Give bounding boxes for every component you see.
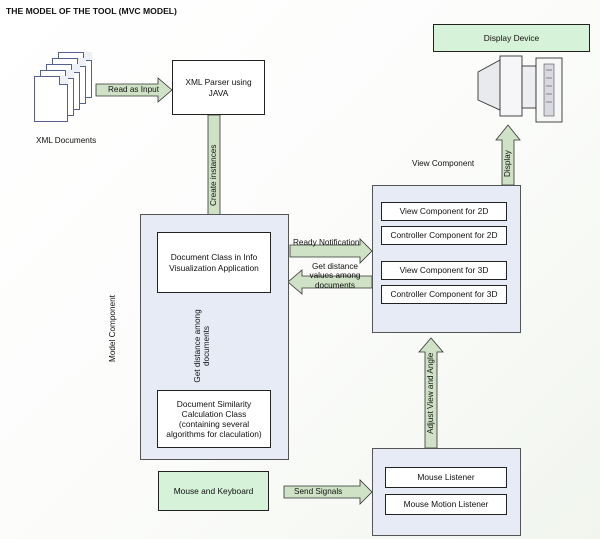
listener-panel: [372, 448, 521, 536]
xml-parser-box: XML Parser using JAVA: [172, 60, 265, 115]
adjust-view-label: Adjust View and Angle: [426, 352, 435, 434]
create-instances-label: Create instances: [209, 144, 218, 206]
read-as-input-arrow: [95, 77, 173, 103]
view-2d-box: View Component for 2D: [381, 202, 507, 221]
display-label: Display: [503, 150, 512, 177]
model-component-label: Model Component: [108, 295, 117, 362]
get-distance-among-label: Get distance among documents: [193, 309, 212, 383]
mouse-keyboard-box: Mouse and Keyboard: [158, 471, 269, 511]
document-class-box: Document Class in Info Visualization App…: [157, 232, 271, 293]
monitor-icon: [477, 55, 563, 123]
xml-documents-label: XML Documents: [36, 136, 97, 145]
view-3d-box: View Component for 3D: [381, 261, 507, 280]
document-icon: [34, 76, 68, 122]
mouse-motion-listener-box: Mouse Motion Listener: [385, 494, 507, 515]
adjust-view-arrow: [418, 337, 444, 449]
send-signals-label: Send Signals: [294, 487, 343, 496]
similarity-class-box: Document Similarity Calculation Class (c…: [157, 390, 271, 448]
send-signals-arrow: [283, 479, 373, 505]
ready-notification-label: Ready Notification: [293, 238, 360, 247]
controller-2d-box: Controller Component for 2D: [381, 226, 507, 245]
ready-notification-arrow: [289, 238, 373, 264]
read-as-input-label: Read as Input: [108, 85, 159, 94]
display-device-box: Display Device: [433, 24, 590, 52]
display-arrow: [495, 124, 521, 186]
mouse-listener-box: Mouse Listener: [385, 467, 507, 488]
view-component-label: View Component: [412, 159, 475, 168]
controller-3d-box: Controller Component for 3D: [381, 285, 507, 304]
page-title: THE MODEL OF THE TOOL (MVC MODEL): [6, 6, 177, 16]
get-distance-values-label: Get distance values among documents: [309, 262, 361, 290]
get-distance-values-arrow: [287, 269, 373, 295]
